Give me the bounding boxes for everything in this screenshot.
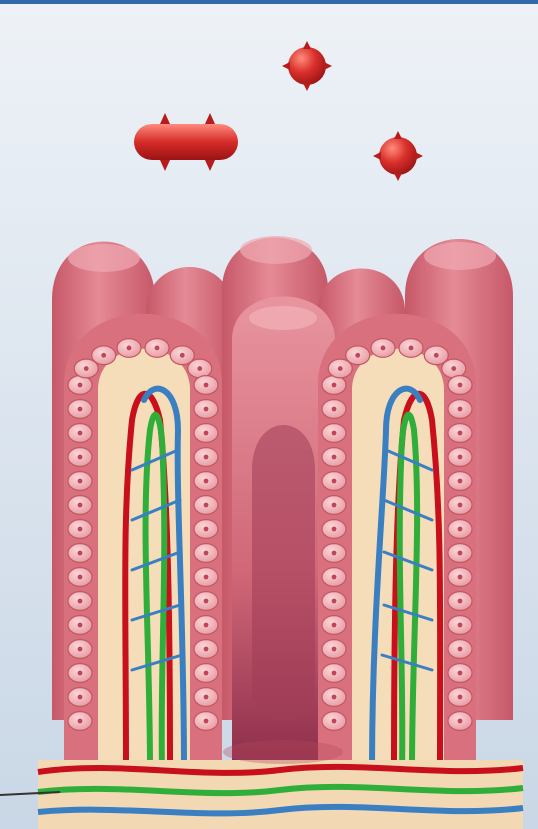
cell-nucleus — [332, 455, 337, 460]
cell-nucleus — [78, 719, 83, 724]
cell-nucleus — [332, 527, 337, 532]
cell-nucleus — [78, 407, 83, 412]
cell-nucleus — [458, 599, 463, 604]
cell-nucleus — [180, 353, 185, 358]
cell-nucleus — [332, 671, 337, 676]
cell-nucleus — [204, 527, 209, 532]
cell-nucleus — [332, 575, 337, 580]
cell-nucleus — [204, 647, 209, 652]
cell-nucleus — [332, 479, 337, 484]
cell-nucleus — [458, 647, 463, 652]
cell-nucleus — [332, 431, 337, 436]
top-border — [0, 0, 538, 4]
cell-nucleus — [332, 503, 337, 508]
cell-nucleus — [458, 551, 463, 556]
cell-nucleus — [458, 383, 463, 388]
cell-nucleus — [332, 551, 337, 556]
cell-nucleus — [204, 407, 209, 412]
cell-nucleus — [458, 479, 463, 484]
cell-nucleus — [78, 647, 83, 652]
cell-nucleus — [458, 719, 463, 724]
cell-nucleus — [409, 346, 414, 351]
cell-nucleus — [332, 719, 337, 724]
cell-nucleus — [127, 346, 132, 351]
center-base-shadow — [223, 740, 343, 764]
cell-nucleus — [78, 575, 83, 580]
submucosa-base — [0, 760, 523, 829]
cell-nucleus — [78, 431, 83, 436]
cell-nucleus — [78, 455, 83, 460]
cell-nucleus — [204, 599, 209, 604]
cell-nucleus — [78, 671, 83, 676]
cell-nucleus — [458, 455, 463, 460]
cell-nucleus — [458, 527, 463, 532]
cell-nucleus — [204, 455, 209, 460]
cell-nucleus — [458, 575, 463, 580]
cell-nucleus — [458, 431, 463, 436]
cell-nucleus — [204, 671, 209, 676]
cell-nucleus — [78, 503, 83, 508]
cell-nucleus — [458, 407, 463, 412]
cell-nucleus — [338, 366, 343, 371]
cell-nucleus — [458, 623, 463, 628]
cell-nucleus — [458, 503, 463, 508]
cell-nucleus — [84, 366, 89, 371]
cell-nucleus — [451, 366, 456, 371]
cell-nucleus — [155, 346, 160, 351]
cell-nucleus — [204, 575, 209, 580]
cell-nucleus — [78, 599, 83, 604]
cell-nucleus — [204, 623, 209, 628]
cell-nucleus — [381, 346, 386, 351]
cell-nucleus — [204, 431, 209, 436]
cell-nucleus — [78, 527, 83, 532]
cell-nucleus — [78, 695, 83, 700]
cell-nucleus — [332, 695, 337, 700]
cell-nucleus — [197, 366, 202, 371]
cell-nucleus — [204, 503, 209, 508]
cell-nucleus — [458, 671, 463, 676]
cell-nucleus — [458, 695, 463, 700]
cell-nucleus — [78, 623, 83, 628]
cell-nucleus — [78, 383, 83, 388]
cell-nucleus — [204, 551, 209, 556]
cell-nucleus — [204, 383, 209, 388]
cell-nucleus — [204, 479, 209, 484]
cell-nucleus — [78, 479, 83, 484]
cell-nucleus — [332, 647, 337, 652]
cell-nucleus — [101, 353, 106, 358]
cell-nucleus — [204, 719, 209, 724]
cell-nucleus — [78, 551, 83, 556]
cell-nucleus — [332, 407, 337, 412]
cell-nucleus — [434, 353, 439, 358]
cell-nucleus — [332, 383, 337, 388]
cell-nucleus — [332, 599, 337, 604]
cell-nucleus — [355, 353, 360, 358]
cell-nucleus — [332, 623, 337, 628]
cell-nucleus — [204, 695, 209, 700]
